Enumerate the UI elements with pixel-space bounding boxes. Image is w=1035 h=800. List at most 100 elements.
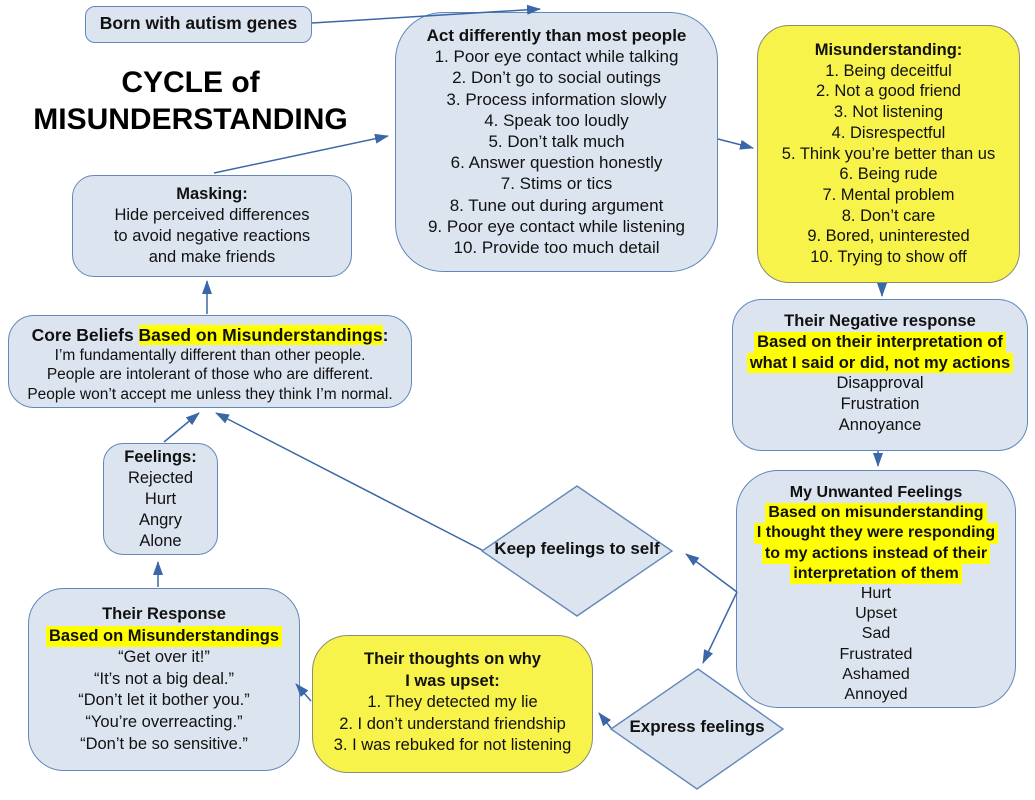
list-line: 6. Being rude <box>839 165 938 184</box>
heading-line: I was upset: <box>405 671 500 690</box>
highlight-line: to my actions instead of their <box>761 543 991 564</box>
list-line: “You’re overreacting.” <box>85 712 243 731</box>
arrow-keep-feelings-to-core-beliefs <box>215 412 483 551</box>
node-misunderstanding: Misunderstanding: 1. Being deceitful 2. N… <box>757 25 1020 283</box>
list-line: Annoyed <box>844 686 908 704</box>
list-line: Angry <box>138 511 183 529</box>
arrow-express-to-their-thoughts <box>598 712 612 729</box>
list-line: 7. Mental problem <box>822 185 955 204</box>
list-line: 6. Answer question honestly <box>450 153 663 173</box>
list-line: Ashamed <box>842 665 910 683</box>
highlight-line: interpretation of them <box>790 563 962 585</box>
node-heading: Their Negative response <box>784 312 976 330</box>
list-line: 3. Not listening <box>833 103 944 122</box>
list-line: 1. They detected my lie <box>367 693 538 711</box>
heading-suffix: : <box>382 325 389 345</box>
list-line: 10. Trying to show off <box>810 248 967 267</box>
list-line: 3. I was rebuked for not listening <box>333 736 572 754</box>
list-line: 9. Poor eye contact while listening <box>427 216 686 236</box>
list-line: “Get over it!” <box>118 648 210 667</box>
node-heading: My Unwanted Feelings <box>789 484 963 501</box>
core-beliefs-lines: I’m fundamentally different than other p… <box>9 346 411 404</box>
their-response-items: “Get over it!” “It’s not a big deal.” “Don… <box>29 647 299 755</box>
list-line: Upset <box>855 605 897 623</box>
node-their-response: Their Response Based on Misunderstanding… <box>28 588 300 771</box>
list-line: 9. Bored, uninterested <box>807 227 970 246</box>
list-line: 1. Being deceitful <box>825 61 952 80</box>
list-line: 8. Tune out during argument <box>449 195 664 215</box>
node-core-beliefs: Core Beliefs Based on Misunderstandings:… <box>8 315 412 408</box>
list-line: 2. I don’t understand friendship <box>339 714 566 733</box>
node-their-negative-response: Their Negative response Based on their i… <box>732 299 1028 451</box>
node-heading: Feelings: <box>124 448 197 466</box>
highlight-line: Based on their interpretation of <box>754 331 1006 353</box>
node-born-with-autism-genes: Born with autism genes <box>85 6 312 43</box>
node-heading: Masking: <box>176 185 248 203</box>
express-feelings-label: Express feelings <box>629 717 765 736</box>
highlight-line: Based on Misunderstandings <box>45 625 283 648</box>
their-thoughts-heading: Their thoughts on why I was upset: <box>313 649 592 692</box>
diagram-title-line2: MISUNDERSTANDING <box>33 103 348 136</box>
their-thoughts-items: 1. They detected my lie 2. I don’t unders… <box>313 692 592 757</box>
masking-lines: Hide perceived differences to avoid negat… <box>73 205 351 268</box>
node-masking: Masking: Hide perceived differences to av… <box>72 175 352 277</box>
highlight-line: Based on misunderstanding <box>765 503 987 524</box>
list-line: 5. Think you’re better than us <box>781 144 996 163</box>
list-line: People won’t accept me unless they think… <box>27 385 393 403</box>
list-line: Annoyance <box>838 415 922 434</box>
list-line: 2. Don’t go to social outings <box>452 68 661 88</box>
node-heading: Their Response <box>102 605 226 623</box>
list-line: 4. Speak too loudly <box>484 110 629 130</box>
list-line: 3. Process information slowly <box>446 89 667 109</box>
list-line: Disapproval <box>836 374 924 393</box>
arrow-feelings-to-core-beliefs <box>163 412 200 443</box>
list-line: People are intolerant of those who are d… <box>46 366 374 384</box>
highlight-line: what I said or did, not my actions <box>746 352 1014 374</box>
node-my-unwanted-feelings: My Unwanted Feelings Based on misunderst… <box>736 470 1016 708</box>
list-line: Frustration <box>840 395 920 414</box>
diagram-title-line1: CYCLE of <box>121 66 260 99</box>
node-act-differently: Act differently than most people 1. Poor… <box>395 12 718 272</box>
keep-feelings-label: Keep feelings to self <box>494 539 660 558</box>
list-line: 8. Don’t care <box>841 206 936 225</box>
list-line: I’m fundamentally different than other p… <box>54 347 366 364</box>
list-line: “Don’t be so sensitive.” <box>80 734 248 753</box>
list-line: “Don’t let it bother you.” <box>78 691 250 710</box>
highlight-line: I thought they were responding <box>753 523 999 544</box>
list-line: Frustrated <box>839 645 913 663</box>
list-line: to avoid negative reactions <box>113 227 311 245</box>
list-line: Sad <box>861 625 891 643</box>
misunderstanding-items: 1. Being deceitful 2. Not a good friend 3.… <box>758 61 1019 268</box>
list-line: 5. Don’t talk much <box>488 132 625 152</box>
list-line: Hurt <box>860 585 892 603</box>
list-line: 7. Stims or tics <box>500 174 613 194</box>
node-heading: Act differently than most people <box>426 26 687 45</box>
list-line: 2. Not a good friend <box>816 82 961 101</box>
diagram-title: CYCLE of MISUNDERSTANDING <box>8 64 373 138</box>
list-line: 1. Poor eye contact while talking <box>434 47 679 67</box>
list-line: Rejected <box>127 469 194 487</box>
arrow-unwanted-to-express-feelings <box>702 591 738 664</box>
list-line: Hurt <box>144 490 177 508</box>
heading-highlight: Based on Misunderstandings <box>138 325 383 345</box>
list-line: 10. Provide too much detail <box>453 238 660 258</box>
list-line: and make friends <box>148 248 276 266</box>
heading-line: Their thoughts on why <box>364 650 541 668</box>
arrow-act-to-misunderstanding <box>717 138 754 150</box>
node-heading: Misunderstanding: <box>814 41 963 59</box>
heading-prefix: Core Beliefs <box>31 325 139 345</box>
node-label: Born with autism genes <box>99 13 298 33</box>
list-line: Alone <box>139 532 182 550</box>
node-their-thoughts: Their thoughts on why I was upset: 1. The… <box>312 635 593 773</box>
list-line: “It’s not a big deal.” <box>93 669 235 688</box>
list-line: 4. Disrespectful <box>831 123 946 142</box>
list-line: Hide perceived differences <box>114 206 310 224</box>
